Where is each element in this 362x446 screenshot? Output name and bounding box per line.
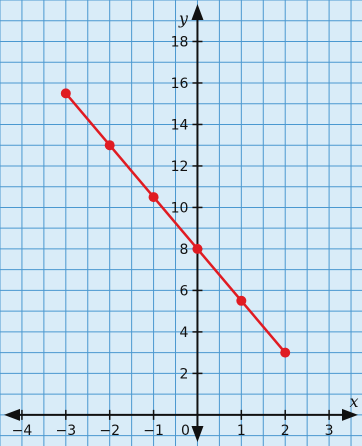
y-axis-arrow-down	[191, 426, 204, 442]
x-tick-label: 3	[325, 423, 334, 439]
y-axis-arrow-up	[191, 4, 204, 20]
x-tick-label: −1	[143, 423, 164, 439]
y-tick-label: 14	[171, 117, 189, 133]
y-tick-label: 4	[180, 325, 189, 341]
data-point	[104, 140, 115, 151]
data-point	[148, 192, 159, 203]
y-tick-label: 2	[180, 366, 189, 382]
x-axis-arrow-left	[4, 408, 20, 421]
data-point	[280, 347, 291, 358]
axes	[4, 4, 358, 442]
x-tick-label: 0	[181, 423, 190, 439]
data-point	[192, 243, 203, 254]
y-tick-label: 8	[180, 242, 189, 258]
x-tick-label: −2	[99, 423, 120, 439]
x-tick-label: 1	[237, 423, 246, 439]
data-point	[236, 295, 247, 306]
y-tick-label: 16	[171, 76, 189, 92]
y-tick-label: 12	[171, 159, 189, 175]
y-tick-label: 18	[171, 34, 189, 50]
x-tick-label: 2	[281, 423, 290, 439]
x-axis-label: x	[349, 392, 358, 411]
data-point	[60, 88, 71, 99]
x-tick-label: −4	[12, 423, 33, 439]
series-line	[64, 92, 287, 354]
y-axis-label: y	[178, 9, 189, 28]
x-axis-arrow-right	[342, 408, 358, 421]
y-tick-label: 10	[171, 200, 189, 216]
x-tick-label: −3	[55, 423, 76, 439]
series-layer	[60, 88, 291, 358]
y-tick-label: 6	[180, 283, 189, 299]
